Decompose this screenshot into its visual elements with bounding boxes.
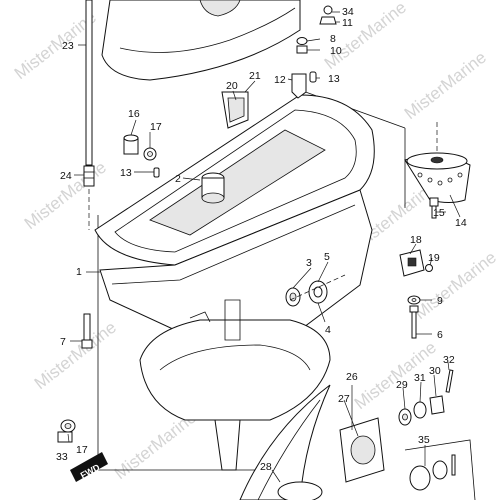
callout-20: 20 <box>226 80 238 92</box>
callout-21: 21 <box>249 70 261 82</box>
watermark-text: MisterMarine <box>21 158 110 233</box>
watermark-text: MisterMarine <box>31 318 120 393</box>
callout-18: 18 <box>410 234 422 246</box>
callout-28: 28 <box>260 461 272 473</box>
callout-35: 35 <box>418 434 430 446</box>
callout-17-bottom: 17 <box>76 444 88 456</box>
callout-4: 4 <box>325 324 331 336</box>
callout-13-top: 13 <box>328 73 340 85</box>
anode-trim-tab <box>404 122 471 203</box>
callout-23: 23 <box>62 40 74 52</box>
fwd-badge: FWD <box>70 452 108 482</box>
callout-labels: 34 11 8 10 23 20 21 12 13 16 17 13 2 24 … <box>56 6 467 473</box>
callout-13-left: 13 <box>120 167 132 179</box>
callout-7: 7 <box>60 336 66 348</box>
callout-16: 16 <box>128 108 140 120</box>
water-tube-fitting <box>83 165 95 187</box>
callout-30: 30 <box>429 365 441 377</box>
callout-17-top: 17 <box>150 121 162 133</box>
callout-14: 14 <box>455 217 467 229</box>
leader-lines <box>67 11 461 483</box>
propeller <box>239 384 331 500</box>
plug-and-washer-bottom-left <box>57 419 76 443</box>
watermark-text: MisterMarine <box>411 248 500 323</box>
watermark-text: MisterMarine <box>401 48 490 123</box>
seal-bearing-assembly <box>285 274 346 307</box>
callout-29: 29 <box>396 379 408 391</box>
bolt-left <box>81 313 93 349</box>
callout-2: 2 <box>175 173 181 185</box>
callout-24: 24 <box>60 170 72 182</box>
bracket-and-screw <box>399 249 433 277</box>
plug-and-washer-left <box>123 134 160 178</box>
callout-11: 11 <box>342 17 353 29</box>
small-hardware-top-right <box>296 5 337 54</box>
callout-27: 27 <box>338 393 350 405</box>
watermark-text: MisterMarine <box>351 338 440 413</box>
callout-19: 19 <box>428 252 440 264</box>
callout-15: 15 <box>433 207 445 219</box>
callout-1: 1 <box>76 266 82 278</box>
callout-33: 33 <box>56 451 68 463</box>
callout-5: 5 <box>324 251 330 263</box>
callout-12: 12 <box>274 74 286 86</box>
callout-3: 3 <box>306 257 312 269</box>
gear-case-body <box>94 89 406 471</box>
callout-32: 32 <box>443 354 455 366</box>
callout-8: 8 <box>330 33 336 45</box>
callout-10: 10 <box>330 45 342 57</box>
thrust-bushing <box>339 417 385 483</box>
callout-9: 9 <box>437 295 443 307</box>
propeller-nut-kit <box>404 439 476 500</box>
callout-34: 34 <box>342 6 354 18</box>
callout-26: 26 <box>346 371 358 383</box>
callout-31: 31 <box>414 372 426 384</box>
water-pump-parts <box>221 71 317 129</box>
driveshaft-housing <box>101 0 301 81</box>
drive-shaft <box>85 0 93 230</box>
callout-6: 6 <box>437 329 443 341</box>
